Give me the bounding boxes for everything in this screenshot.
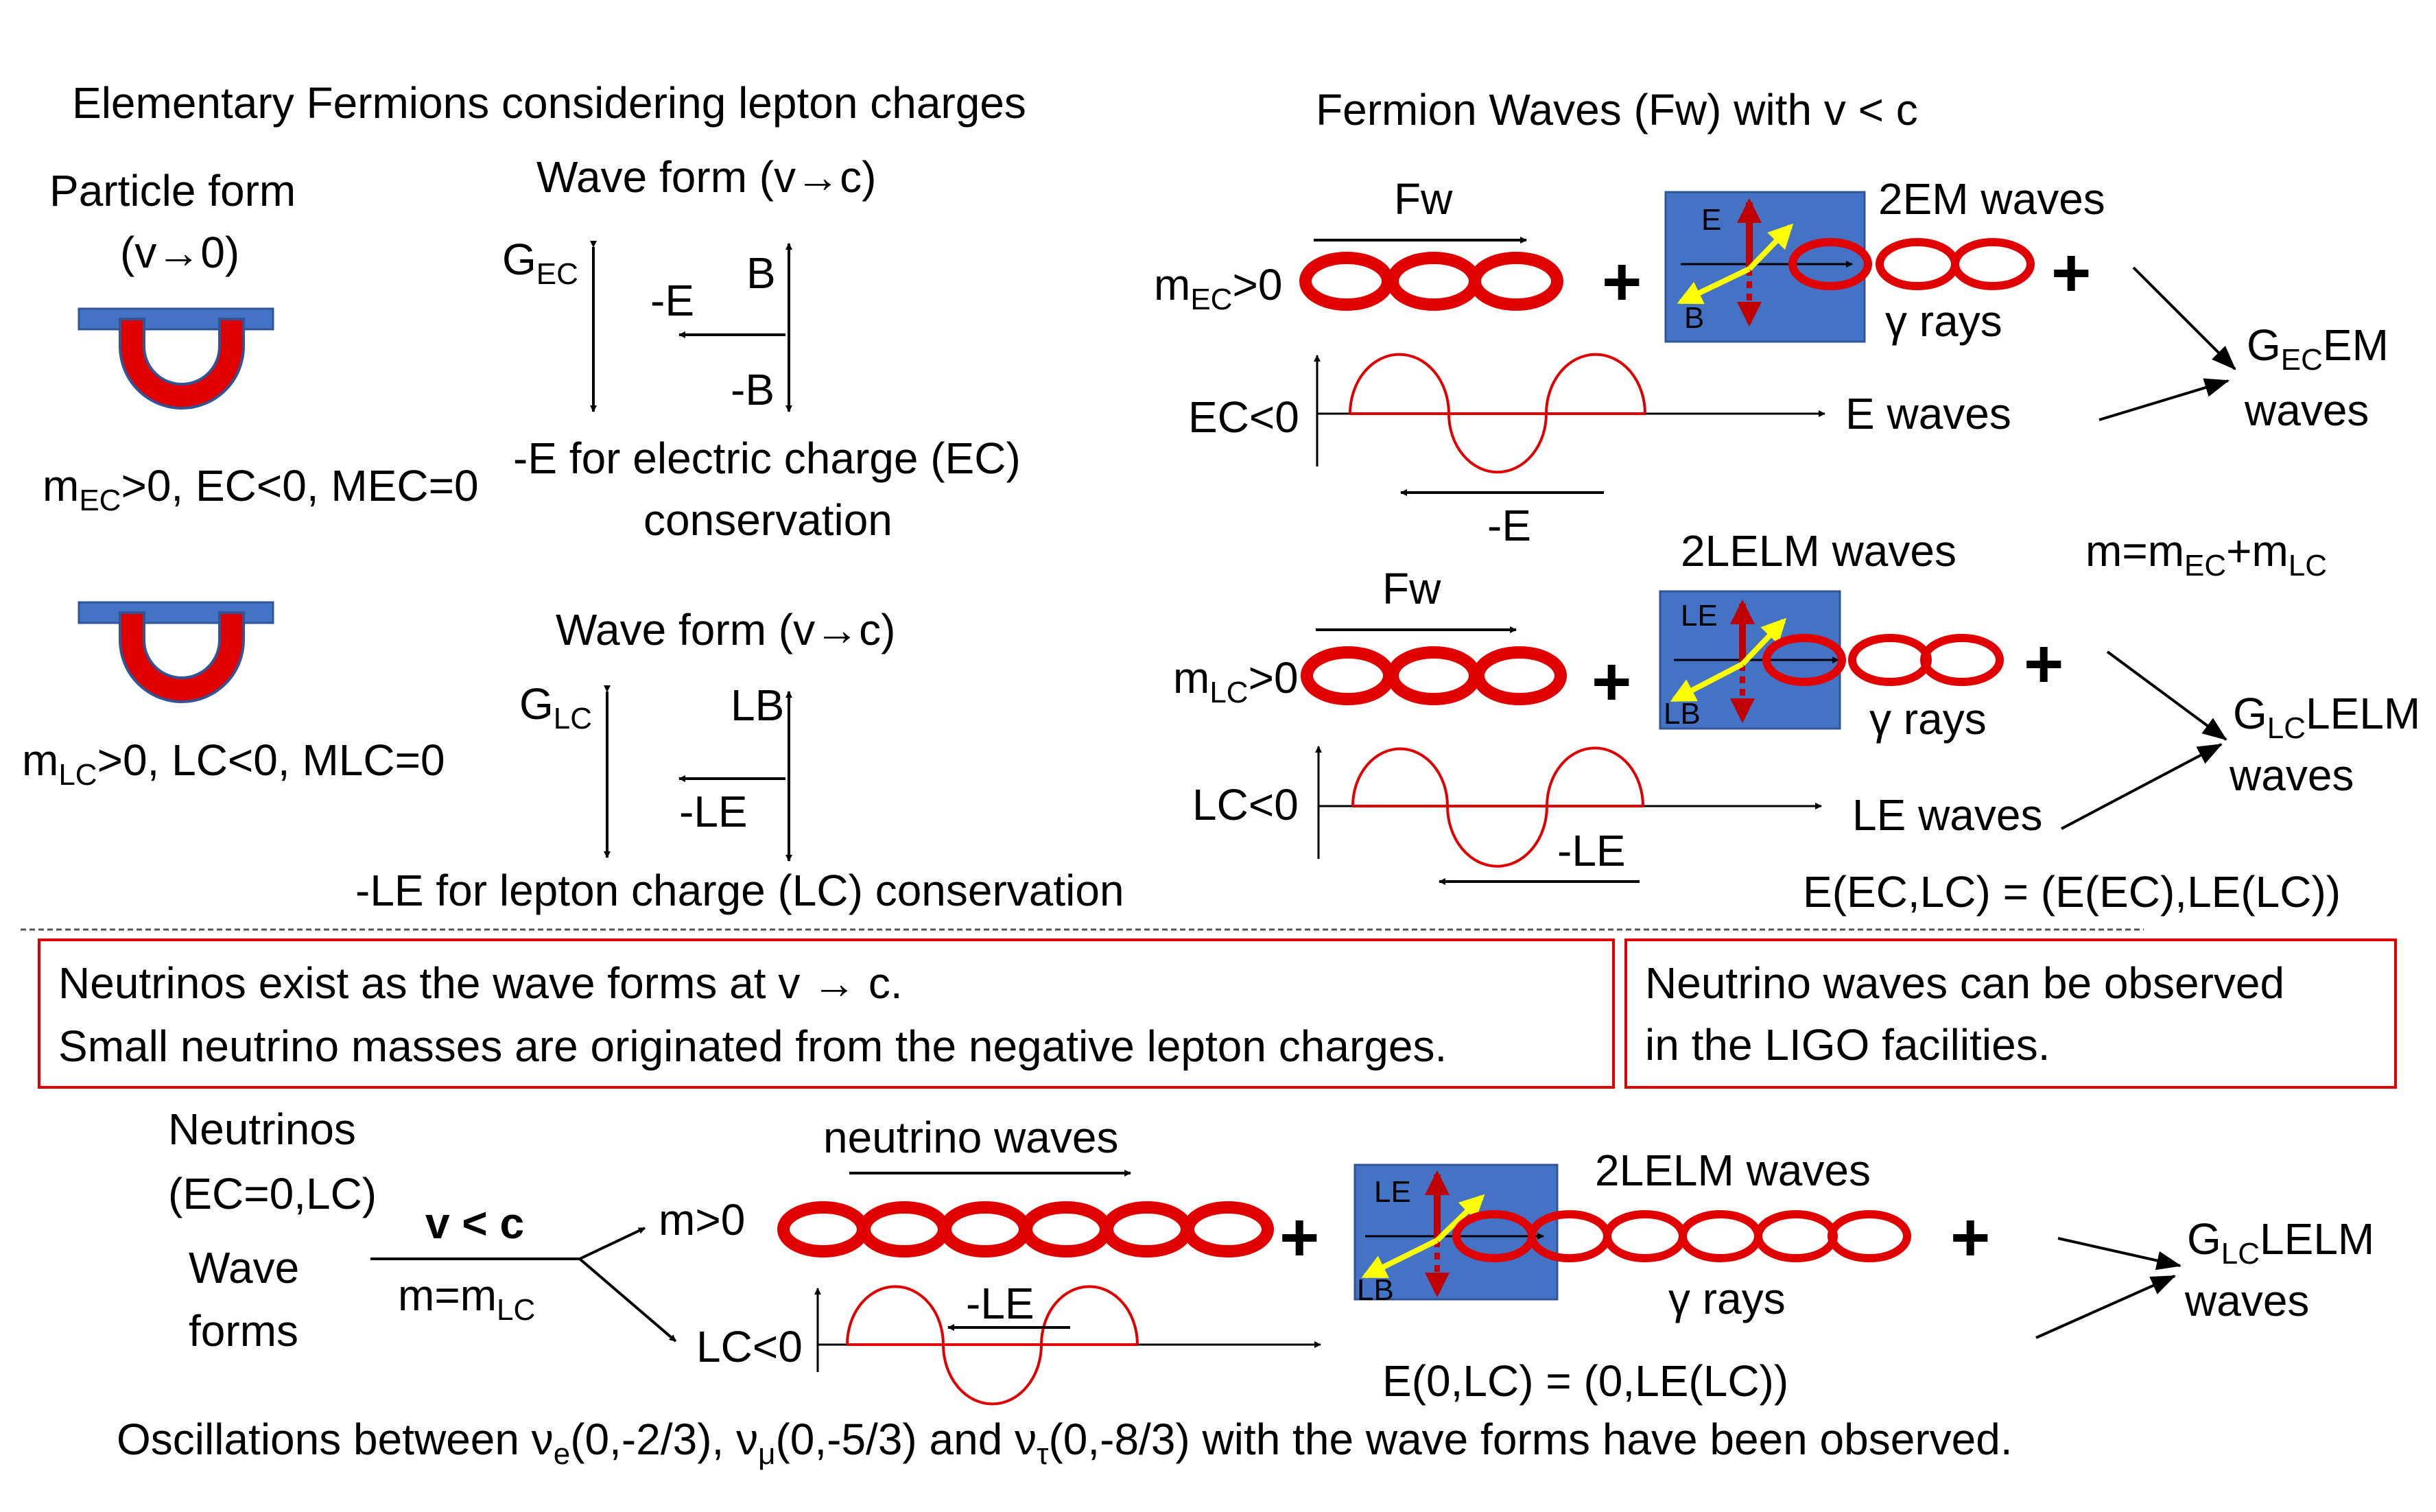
neg-le-bottom-label: -LE [966,1279,1034,1328]
note-box-left [38,938,1615,1089]
note-left-line-2: Small neutrino masses are originated fro… [58,1021,1447,1071]
em-wave-rings-upper [1788,238,2035,290]
merge-arrow-upper-2 [2098,378,2230,421]
lelm-wave-box-lower: LE LB [1659,590,1841,731]
fermion-wave-rings-lower [1301,646,1567,705]
ec-lc-label: (EC=0,LC) [168,1169,377,1218]
g-ec-em-label: GECEM [2247,320,2389,377]
v-lt-c-label: v < c [425,1198,524,1248]
neg-e-wave-label: -E [1487,501,1531,550]
b-label: B [746,248,776,298]
plus-sign: + [1592,643,1631,720]
gamma-rays-lower: γ rays [1869,694,1987,744]
neg-e-label: -E [650,276,694,325]
neutrino-waves-label: neutrino waves [823,1113,1118,1162]
fermion-wave-rings-upper [1299,252,1563,311]
particle-trap-icon-1 [78,307,274,410]
wave-form-label-1: Wave form (v→c) [536,152,876,202]
lelm-waves-bottom-label: 2LELM waves [1595,1146,1871,1195]
g-lc-lelm-bottom-label: GLCLELM [2187,1214,2374,1271]
note-right-line-1: Neutrino waves can be observed [1645,958,2284,1008]
plus-sign: + [1950,1199,1990,1276]
merge-arrow-lower-1 [2106,650,2227,741]
to-lc-arrow [578,1257,677,1343]
ec-conservation-note-2: conservation [643,495,892,545]
lelm-wave-rings-lower [1762,634,2004,686]
forms-label: forms [189,1306,298,1356]
particle-trap-icon-2 [78,601,274,703]
lelm-wave-rings-bottom [1452,1210,1911,1262]
plus-sign: + [2024,626,2063,702]
note-left-line-1: Neutrinos exist as the wave forms at v →… [58,958,903,1008]
merge-arrow-lower-2 [2061,743,2223,830]
g-lc-label: GLC [519,679,592,735]
fw-label-lower: Fw [1382,564,1441,613]
gamma-rays-upper: γ rays [1885,296,2002,346]
mass-sum-label: m=mEC+mLC [2085,526,2327,582]
le-wave-curve [1351,746,1644,868]
row1-description: mEC>0, EC<0, MEC=0 [43,461,479,517]
wave-form-label-2: Wave form (v→c) [556,605,895,654]
g-ec-em-waves-label: waves [2244,386,2369,435]
neg-b-label: -B [731,365,774,414]
plus-sign: + [2051,235,2091,311]
lc-lt0-bottom-label: LC<0 [696,1322,803,1371]
neutrinos-label: Neutrinos [168,1105,356,1154]
box-e-label: E [1701,203,1721,237]
lc-lt0-label: LC<0 [1192,780,1299,829]
lelm-waves-label: 2LELM waves [1681,526,1956,576]
plus-sign: + [1602,244,1642,320]
e-waves-label: E waves [1845,389,2011,438]
e-formula-upper: E(EC,LC) = (E(EC),LE(LC)) [1803,867,2341,917]
em-wave-box-upper: E B [1664,191,1866,343]
particle-form-label: Particle form [49,166,296,215]
lc-conservation-note: -LE for lepton charge (LC) conservation [355,866,1124,915]
box-le-label: LE [1681,599,1718,633]
m-ec-label: mEC>0 [1154,260,1282,316]
neutrino-wave-rings [777,1201,1274,1257]
merge-arrow-bottom-2 [2035,1275,2176,1339]
g-lc-lelm-waves-label: waves [2229,751,2354,800]
note-box-right [1624,938,2397,1089]
m-eq-mlc-label: m=mLC [398,1271,535,1327]
gamma-rays-bottom: γ rays [1668,1274,1786,1323]
le-wave-curve-bottom [846,1285,1139,1406]
wave-label: Wave [189,1243,299,1292]
ec-lt0-label: EC<0 [1188,392,1299,442]
plus-sign: + [1279,1199,1319,1276]
m-gt0-label: m>0 [659,1195,745,1244]
note-right-line-2: in the LIGO facilities. [1645,1020,2050,1070]
fw-label-upper: Fw [1394,174,1453,224]
le-waves-label: LE waves [1852,790,2042,840]
box-lb-label: LB [1664,697,1701,731]
ec-conservation-note-1: -E for electric charge (EC) [513,434,1021,483]
m-lc-label: mLC>0 [1173,653,1299,709]
row2-description: mLC>0, LC<0, MLC=0 [22,735,445,792]
e-wave-curve [1349,353,1646,474]
merge-arrow-bottom-1 [2057,1237,2181,1271]
g-lc-lelm-label: GLCLELM [2233,689,2420,745]
box-b-label: B [1684,301,1704,335]
box-le-bottom-label: LE [1374,1175,1411,1209]
neg-le-label: -LE [679,787,748,836]
g-lc-lelm-bottom-waves-label: waves [2184,1276,2309,1325]
right-title: Fermion Waves (Fw) with v < c [1316,85,1918,134]
neg-le-wave-label: -LE [1557,826,1626,875]
merge-arrow-upper-1 [2132,266,2236,370]
left-title: Elementary Fermions considering lepton c… [72,78,1026,128]
particle-form-limit: (v→0) [120,228,239,277]
box-lb-bottom-label: LB [1357,1273,1394,1307]
lb-label: LB [731,681,784,730]
em-waves-label: 2EM waves [1878,174,2105,224]
e-formula-bottom: E(0,LC) = (0,LE(LC)) [1382,1356,1788,1406]
g-ec-label: GEC [502,235,578,291]
to-m-arrow [579,1227,646,1260]
oscillations-statement: Oscillations between νe(0,-2/3), νμ(0,-5… [117,1415,2013,1471]
